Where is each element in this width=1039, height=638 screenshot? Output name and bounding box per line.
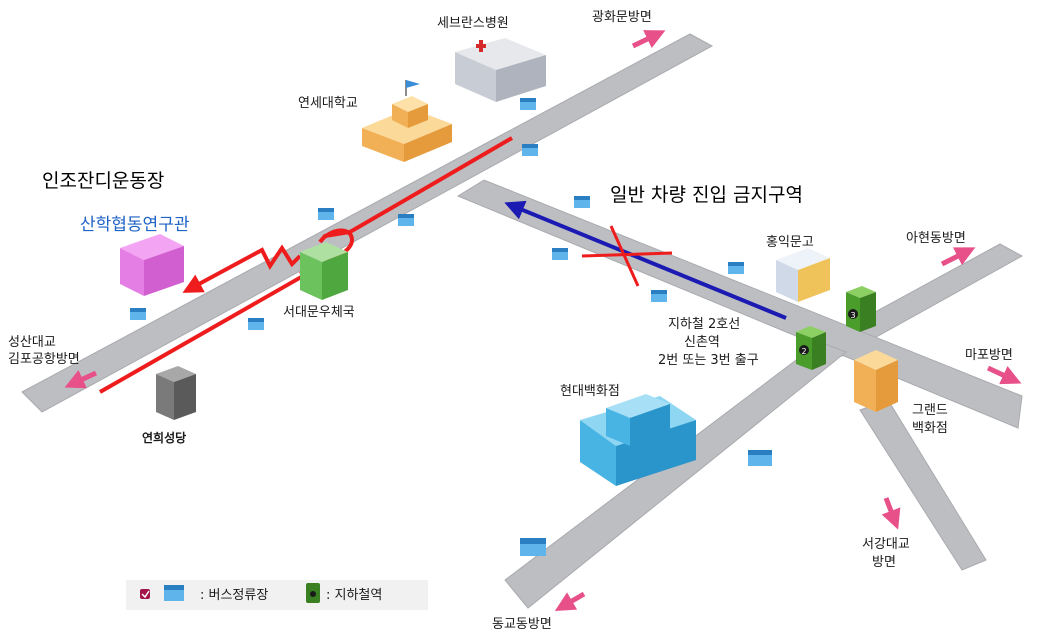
red-route-to-building bbox=[182, 244, 302, 293]
yeonhui-church-icon bbox=[156, 366, 196, 420]
arrow-gwanghwamun-icon bbox=[631, 30, 666, 49]
label-hyundai: 현대백화점 bbox=[560, 384, 620, 399]
bus-stop-icon bbox=[748, 450, 772, 466]
direction-arrows bbox=[64, 30, 1022, 612]
label-sogang-2: 방면 bbox=[872, 555, 896, 570]
bus-stop-icon bbox=[574, 196, 590, 208]
legend-bus-stop-icon bbox=[164, 585, 184, 601]
bus-stop-icon bbox=[520, 538, 546, 556]
arrow-ahyeon-icon bbox=[940, 247, 976, 267]
bus-stop-icon bbox=[520, 98, 536, 110]
bus-stop-icon bbox=[130, 308, 146, 320]
label-hongik-bookstore: 홍익문고 bbox=[766, 235, 814, 250]
post-office-icon bbox=[300, 242, 348, 300]
yonsei-university-icon bbox=[362, 80, 452, 162]
arrow-donggyo-icon bbox=[554, 591, 586, 612]
label-donggyo: 동교동방면 bbox=[492, 617, 552, 632]
arrow-sogang-icon bbox=[881, 497, 901, 530]
label-sinchon-station: 신촌역 bbox=[684, 335, 720, 350]
label-mapo: 마포방면 bbox=[965, 348, 1013, 363]
bus-stop-icon bbox=[651, 290, 667, 302]
industry-building-icon bbox=[120, 234, 184, 296]
arrow-mapo-icon bbox=[986, 365, 1022, 385]
legend-marker-icon bbox=[140, 589, 150, 599]
label-grand-1: 그랜드 bbox=[912, 403, 948, 418]
bus-stop-icon bbox=[728, 262, 744, 274]
exit-2-number: 2 bbox=[801, 347, 806, 356]
exit-3-number: 3 bbox=[850, 311, 855, 320]
arrow-seongsan-icon bbox=[64, 370, 98, 389]
subway-exit-3-icon: 3 bbox=[846, 286, 876, 332]
map-legend: : 버스정류장 : 지하철역 bbox=[126, 580, 428, 610]
label-industry-building: 산학협동연구관 bbox=[80, 215, 189, 235]
label-sogang-1: 서강대교 bbox=[862, 537, 910, 552]
blue-restricted-route bbox=[504, 200, 787, 320]
blue-route-line bbox=[504, 200, 787, 320]
label-severance: 세브란스병원 bbox=[437, 16, 509, 31]
label-post-office: 서대문우체국 bbox=[283, 305, 355, 320]
subway-exit-2-icon: 2 bbox=[796, 326, 826, 370]
label-seongsan-2: 김포공항방면 bbox=[8, 352, 80, 367]
bus-stop-icon bbox=[522, 144, 538, 156]
bus-stop-icon bbox=[248, 318, 264, 330]
label-yonsei: 연세대학교 bbox=[298, 96, 358, 111]
grand-department-store-icon bbox=[854, 350, 898, 412]
severance-hospital-icon bbox=[455, 38, 546, 102]
label-grand-2: 백화점 bbox=[912, 421, 948, 436]
hyundai-department-store-icon bbox=[580, 394, 696, 486]
bus-stops bbox=[130, 98, 772, 556]
label-no-entry: 일반 차량 진입 금지구역 bbox=[610, 184, 803, 206]
label-artificial-turf: 인조잔디운동장 bbox=[42, 170, 164, 192]
bus-stop-icon bbox=[552, 248, 568, 260]
legend-bus-label: : 버스정류장 bbox=[200, 588, 268, 603]
legend-subway-icon bbox=[306, 583, 320, 603]
label-station-exits: 2번 또는 3번 출구 bbox=[658, 353, 759, 368]
label-yeonhui: 연희성당 bbox=[142, 430, 186, 445]
label-subway-line: 지하철 2호선 bbox=[668, 317, 740, 332]
bus-stop-icon bbox=[318, 208, 334, 220]
road-to-donggyo bbox=[504, 341, 847, 609]
legend-subway-label: : 지하철역 bbox=[326, 588, 382, 603]
hongik-bookstore-icon bbox=[776, 248, 830, 302]
map-labels: 세브란스병원 광화문방면 연세대학교 인조잔디운동장 산학협동연구관 일반 차량… bbox=[8, 10, 1013, 632]
label-gwanghwamun: 광화문방면 bbox=[592, 10, 652, 25]
label-ahyeon: 아현동방면 bbox=[906, 231, 966, 246]
no-entry-x-mark bbox=[581, 225, 673, 287]
bus-stop-icon bbox=[398, 214, 414, 226]
label-seongsan-1: 성산대교 bbox=[8, 335, 56, 350]
